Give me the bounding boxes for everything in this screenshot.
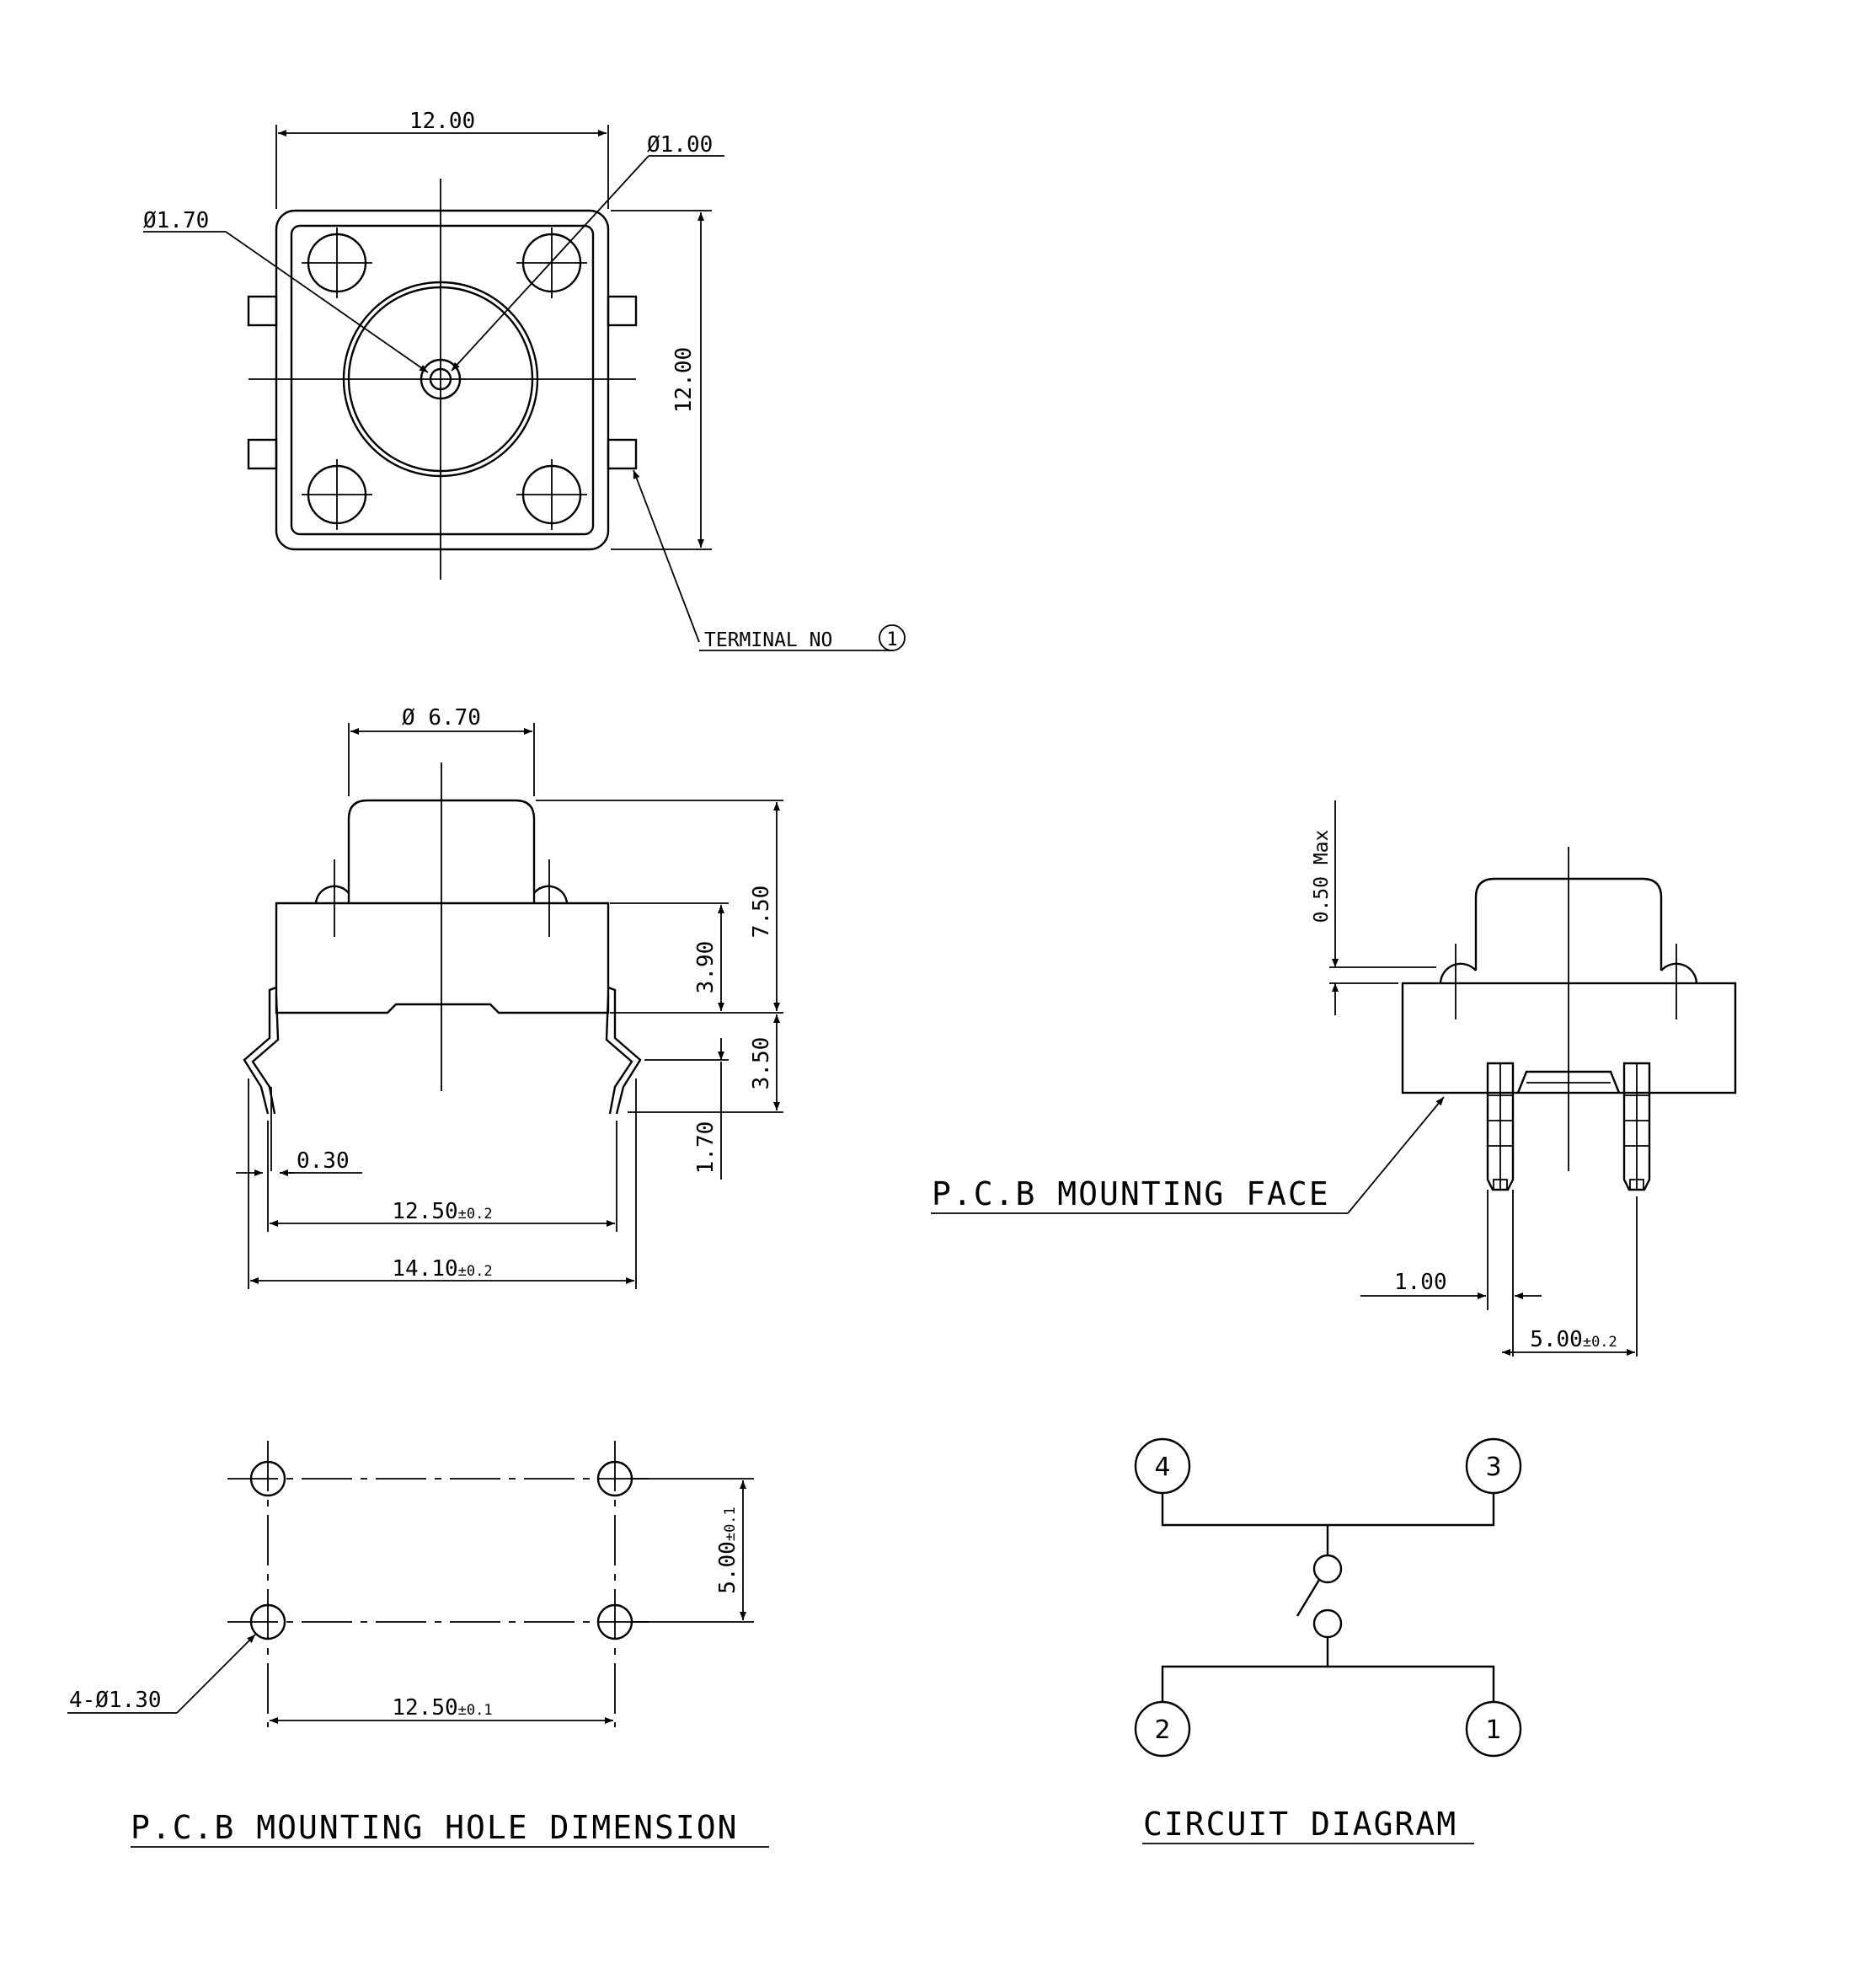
top-view-tab: [247, 295, 278, 327]
body-height-label: 3.90: [693, 941, 719, 994]
pin-4-label: 4: [1154, 1453, 1170, 1482]
hole-size-label: 4-Ø1.30: [69, 1688, 162, 1713]
pcb-hole: [249, 1603, 286, 1640]
lead-width-label: 1.00: [1394, 1270, 1447, 1295]
pin-3-circle: [1465, 1437, 1522, 1495]
pin-1-circle: [1465, 1700, 1522, 1758]
mounting-face-label: P.C.B MOUNTING FACE: [932, 1175, 1330, 1212]
pcb-hole-title: P.C.B MOUNTING HOLE DIMENSION: [131, 1809, 738, 1846]
side-view-body: [275, 902, 610, 1014]
pin-2-circle: [1134, 1700, 1191, 1758]
end-view: 0.50 Max P.C.B MOUNTING FACE 1.00 5.00±0…: [931, 800, 1737, 1357]
top-height-label: 12.00: [671, 347, 697, 413]
side-view-left-lead: [243, 986, 277, 1115]
pcb-hole-layout: 12.50±0.1 5.00±0.1 4-Ø1.30 P.C.B MOUNTIN…: [67, 1441, 769, 1848]
terminal-number-circle: [879, 624, 906, 651]
pin-1-label: 1: [1485, 1715, 1501, 1745]
top-view-tab: [607, 295, 638, 327]
switch-contact-bottom: [1312, 1608, 1343, 1639]
side-view-right-lead: [607, 986, 642, 1115]
end-view-right-lead: [1622, 1062, 1651, 1191]
lead-tip-label: 1.70: [693, 1121, 719, 1175]
hole-dia-label: Ø1.00: [647, 132, 713, 158]
side-view: Ø 6.70 7.50 3.90 3.50 1.70 0.30 12.50±0.…: [236, 705, 783, 1289]
total-height-label: 7.50: [749, 886, 774, 939]
max-gap-label: 0.50 Max: [1311, 830, 1333, 923]
end-lead-pitch-label: 5.00±0.2: [1530, 1327, 1617, 1352]
hole-pitch-y-label: 5.00±0.1: [715, 1506, 740, 1594]
end-view-left-lead: [1486, 1062, 1515, 1191]
pin-3-label: 3: [1485, 1453, 1501, 1482]
switch-lever: [1296, 1579, 1321, 1617]
top-view-tab: [247, 438, 278, 470]
top-view-tab: [607, 438, 638, 470]
cap-dia-label: Ø 6.70: [402, 705, 481, 730]
pcb-hole: [249, 1460, 286, 1497]
terminal-number: 1: [886, 629, 897, 650]
top-width-label: 12.00: [409, 109, 475, 134]
overall-width-label: 14.10±0.2: [392, 1256, 492, 1282]
top-view-outer-body: [275, 209, 610, 551]
switch-contact-top: [1312, 1554, 1343, 1584]
hole-pitch-x-label: 12.50±0.1: [392, 1695, 492, 1721]
circuit-diagram: 4 3 2 1 CIRCUIT DIAGRAM: [1134, 1437, 1522, 1844]
lead-height-label: 3.50: [749, 1037, 774, 1090]
top-view: 12.00 12.00 Ø1.00 Ø1.70 TERMINAL NO 1: [143, 109, 906, 651]
actuator-dia-label: Ø1.70: [143, 208, 209, 233]
lead-thickness-label: 0.30: [297, 1148, 350, 1174]
pin-4-circle: [1134, 1437, 1191, 1495]
top-view-corner-holes: [302, 227, 587, 530]
top-view-inner-body: [290, 224, 595, 536]
lead-pitch-label: 12.50±0.2: [392, 1199, 492, 1224]
terminal-label: TERMINAL NO: [704, 629, 832, 651]
circuit-title: CIRCUIT DIAGRAM: [1143, 1806, 1457, 1843]
pin-2-label: 2: [1154, 1715, 1170, 1745]
